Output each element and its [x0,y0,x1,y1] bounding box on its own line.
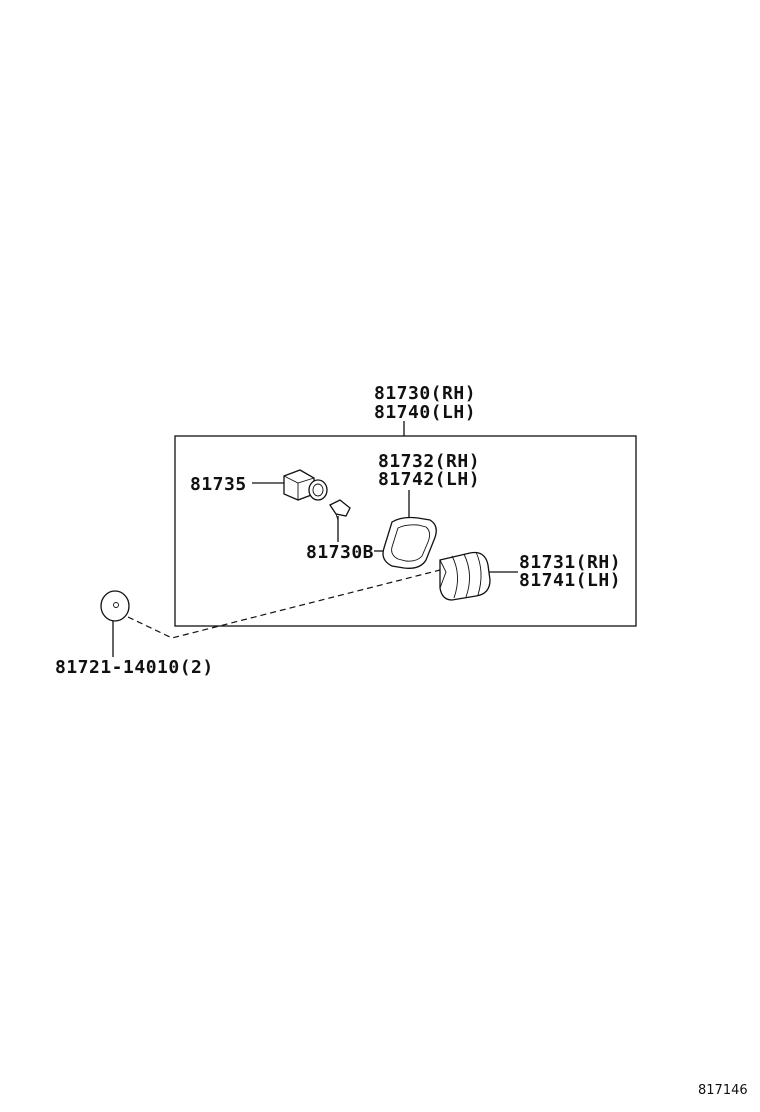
callout-lens-rh: 81731(RH) [519,552,621,573]
grommet-part [100,590,130,622]
callout-grommet: 81721-14010(2) [55,657,214,678]
callout-assembly-rh: 81730(RH) [374,383,476,404]
figure-number: 817146 [698,1083,748,1098]
callout-lens-lh: 81741(LH) [519,570,621,591]
bulb-part [329,499,351,521]
callout-assembly-lh: 81740(LH) [374,402,476,423]
callout-socket: 81735 [190,474,247,495]
gasket-part [382,516,437,569]
callout-gasket-lh: 81742(LH) [378,469,480,490]
callout-bulb: 81730B [306,542,374,563]
lens-part [439,551,491,601]
socket-part [283,469,328,501]
assembly-group-box [174,435,637,627]
installation-dashed-line [127,569,441,639]
callout-gasket-rh: 81732(RH) [378,451,480,472]
